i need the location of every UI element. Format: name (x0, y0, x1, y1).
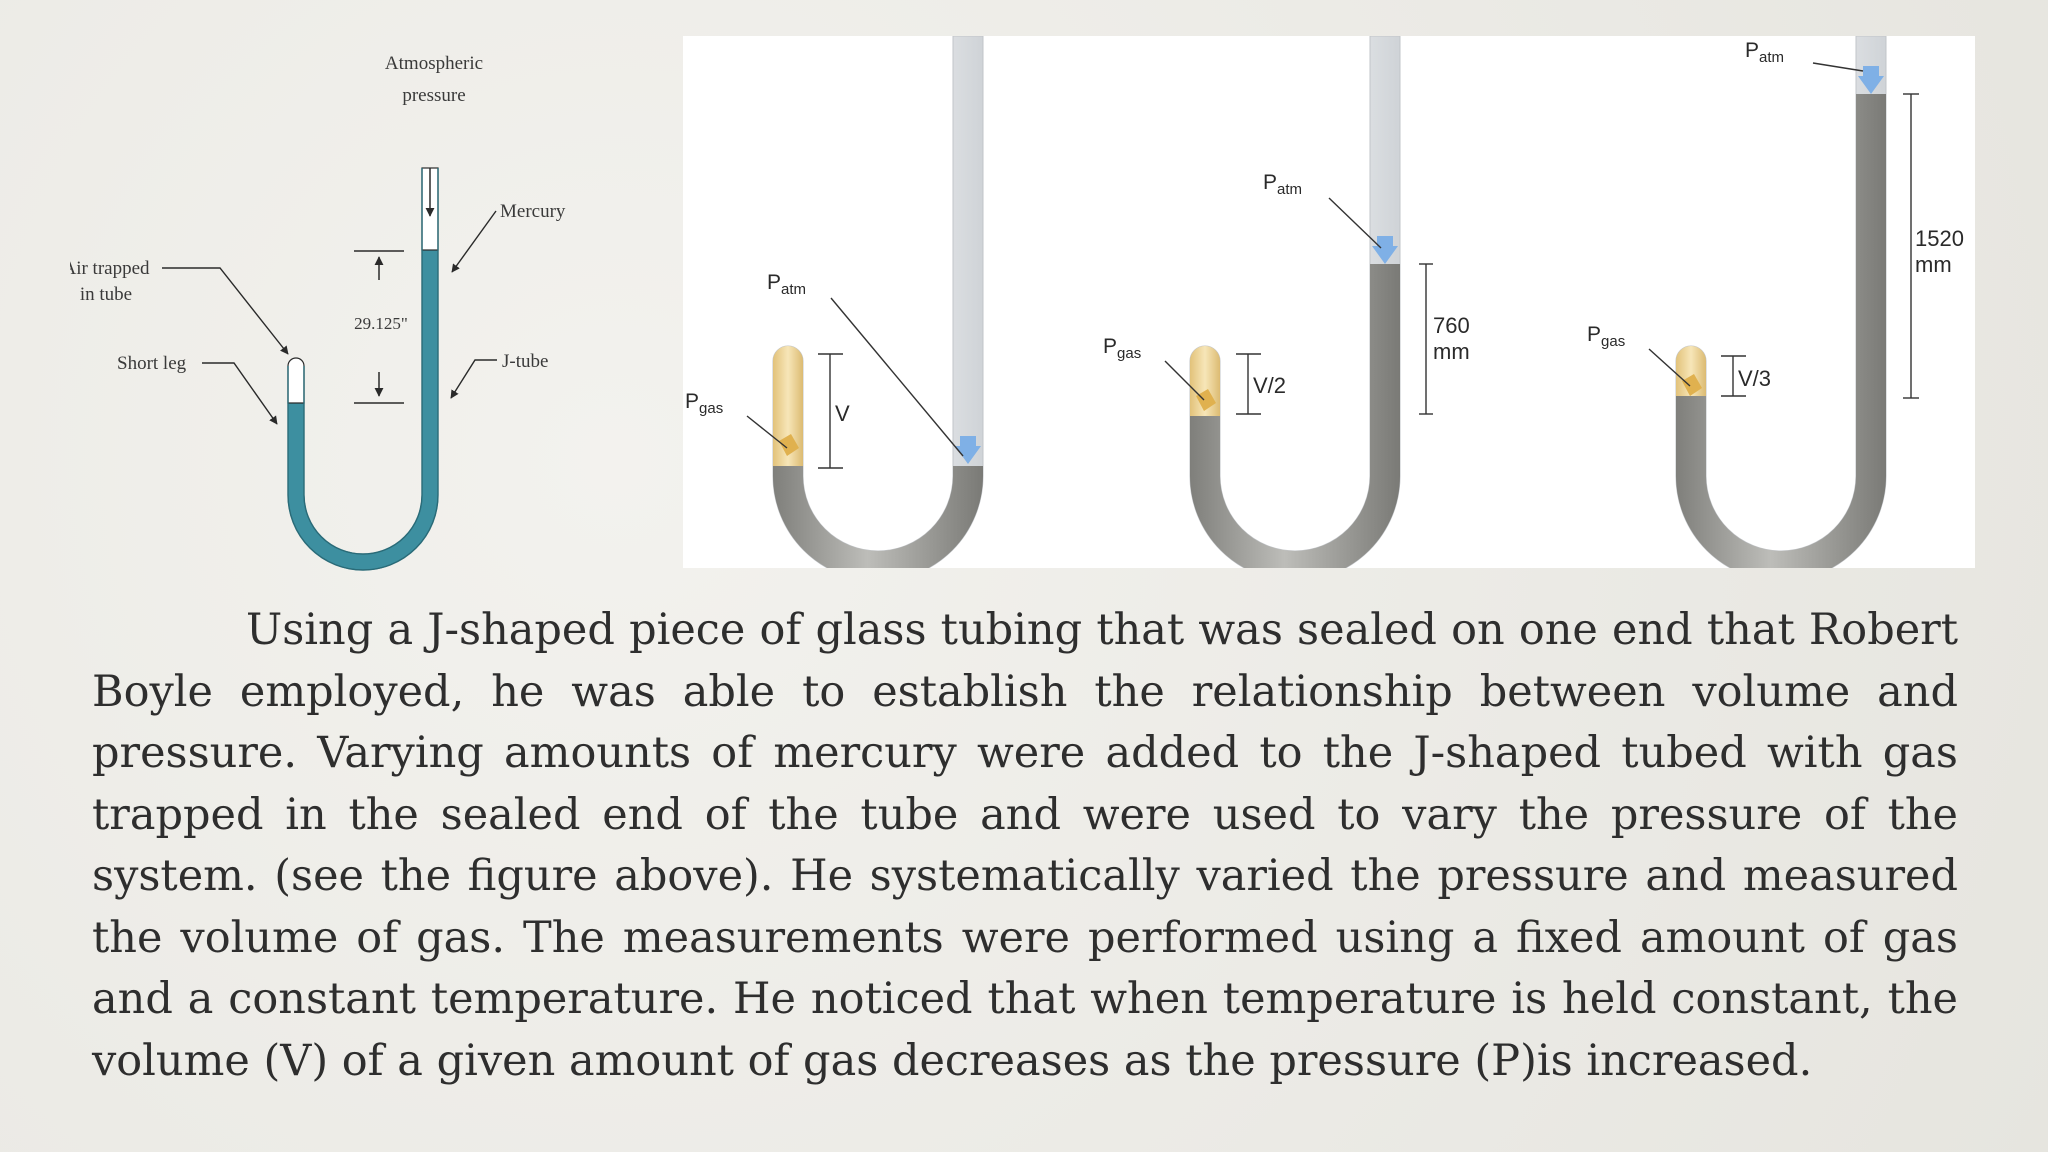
tube3-pgas-arrow (1682, 374, 1702, 396)
tube3-glass (1675, 36, 1887, 568)
jtube-pointer (450, 359, 497, 399)
jtube-outline (287, 168, 439, 571)
air-trapped-label-line2: in tube (80, 284, 132, 305)
tube2-volume-label: V/2 (1253, 373, 1286, 398)
trapped-air (287, 357, 305, 404)
tube3-patm-leader (1812, 62, 1864, 72)
tube1-pgas-label: Pgas (685, 390, 723, 417)
tube2-pgas-arrow (1196, 389, 1216, 411)
tube3-pgas-label: Pgas (1587, 323, 1625, 350)
tube2-height-label-line1: 760 (1433, 313, 1470, 338)
tube1-pgas-leader (746, 415, 788, 449)
tube1-glass (772, 36, 984, 568)
tube1-pgas-arrow (779, 434, 799, 456)
air-trapped-pointer (162, 267, 289, 355)
tube1-patm-arrow (955, 436, 981, 464)
mercury-pointer (451, 210, 497, 273)
air-trapped-label-line1: Air trapped (70, 258, 150, 279)
tube1-patm-label: Patm (767, 271, 806, 298)
tube2-patm-arrow (1372, 236, 1398, 264)
tube3-mercury (1676, 94, 1886, 568)
short-leg-pointer (202, 362, 278, 425)
body-paragraph: Using a J-shaped piece of glass tubing t… (92, 605, 1958, 1086)
tube2-pgas-label: Pgas (1103, 335, 1141, 362)
tube3-patm-label: Patm (1745, 39, 1784, 66)
tube3-height-label-line2: mm (1915, 252, 1952, 277)
jtube-label: J-tube (502, 351, 548, 372)
tube3-volume-label: V/3 (1738, 366, 1771, 391)
tube2-glass (1189, 36, 1401, 568)
tube2-height-label-line2: mm (1433, 339, 1470, 364)
atmospheric-label-line2: pressure (402, 85, 465, 106)
tube3-patm-arrow (1858, 66, 1884, 94)
short-leg-label: Short leg (117, 353, 187, 374)
tube1-volume-label: V (835, 401, 850, 426)
tube3-height-label-line1: 1520 (1915, 226, 1964, 251)
jtube-diagram: Atmospheric pressure Mercury Air trapped… (70, 53, 566, 571)
height-label: 29.125" (354, 314, 408, 333)
tube2-patm-leader (1328, 197, 1382, 249)
tube2-pgas-leader (1164, 360, 1205, 401)
atmospheric-label-line1: Atmospheric (385, 53, 483, 74)
tube2-patm-label: Patm (1263, 171, 1302, 198)
tube-2: Patm Pgas V/2 760 mm (1103, 36, 1470, 568)
mercury-label: Mercury (500, 201, 566, 222)
boyle-tubes-panel: Patm Pgas V Patm Pgas V/2 (683, 36, 1975, 568)
tube-3: Patm Pgas V/3 1520 mm (1587, 36, 1964, 568)
tube1-mercury (773, 466, 983, 568)
tube1-gas (773, 346, 803, 466)
tube3-pgas-leader (1648, 348, 1691, 387)
tube1-patm-leader (830, 297, 964, 457)
tube-1: Patm Pgas V (685, 36, 984, 568)
tube2-mercury (1190, 264, 1400, 568)
